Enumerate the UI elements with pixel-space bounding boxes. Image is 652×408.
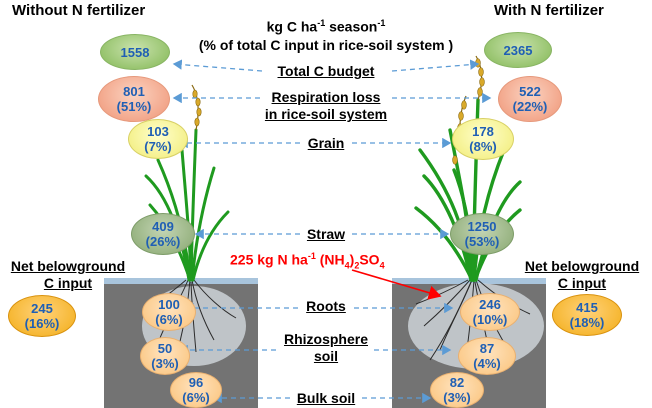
without-net-pct: (16%) [24,316,60,331]
label-respiration: Respiration loss in rice-soil system [246,89,406,123]
header-without-n: Without N fertilizer [12,2,146,19]
label-rhizo-line1: Rhizosphere [283,331,368,347]
units-sup-2: -1 [377,18,386,28]
fert-a: 225 kg N ha [230,251,308,268]
without-grain-value: 103 [147,124,169,139]
with-total-value: 2365 [503,42,533,58]
with-roots-pct: (10%) [472,312,508,327]
with-grain-value: 178 [472,124,494,139]
with-roots-value: 246 [479,297,501,312]
fert-sub3: 4 [379,260,385,271]
arrow-total-right [391,59,480,72]
without-grain: 103 (7%) [128,119,188,159]
with-bulk-soil: 82 (3%) [430,372,484,408]
with-grain-pct: (8%) [469,139,497,154]
net-belowground-label-right: Net belowground C input [516,258,648,292]
with-bulk-value: 82 [449,375,465,390]
with-straw-value: 1250 [467,219,497,234]
fert-d: SO [359,251,380,268]
without-total-value: 1558 [120,44,150,60]
arrow-total-left [172,59,263,72]
without-rhizo-pct: (3%) [151,356,179,371]
with-roots: 246 (10%) [460,293,520,331]
without-net-belowground: 245 (16%) [8,295,76,337]
label-respiration-line2: in rice-soil system [264,106,388,122]
without-net-value: 245 [31,301,53,316]
without-straw-pct: (26%) [145,234,181,249]
units-title: kg C ha-1 season-1 (% of total C input i… [176,14,476,54]
label-grain: Grain [307,135,345,151]
label-rhizo-line2: soil [313,348,339,364]
without-total-budget: 1558 [100,34,170,70]
label-roots: Roots [306,298,346,314]
fert-b: (NH [315,251,345,268]
without-resp-pct: (51%) [116,99,152,114]
net-belowground-label-left: Net belowground C input [2,258,134,292]
with-straw: 1250 (53%) [450,213,514,255]
without-roots: 100 (6%) [142,293,196,331]
with-straw-pct: (53%) [464,234,500,249]
fert-sub2: 2 [354,260,360,271]
fert-sup: -1 [307,251,316,261]
with-resp-value: 522 [519,84,541,99]
connector-arrows [172,59,492,404]
with-respiration: 522 (22%) [498,76,562,122]
units-sup-1: -1 [317,18,326,28]
without-rhizo-value: 50 [157,341,173,356]
without-rhizosphere: 50 (3%) [140,337,190,375]
label-total-c-budget: Total C budget [277,63,375,79]
with-rhizosphere: 87 (4%) [458,337,516,375]
units-part-b: season [325,18,378,35]
without-respiration: 801 (51%) [98,76,170,122]
units-part-a: kg C ha [266,18,318,35]
without-straw: 409 (26%) [131,213,195,255]
without-resp-value: 801 [123,84,145,99]
right-plant-leaves [414,98,522,282]
with-net-value: 415 [576,300,598,315]
with-total-budget: 2365 [484,32,552,68]
without-bulk-pct: (6%) [182,390,210,405]
fert-c: ) [349,251,355,268]
net-below-right-line2: C input [557,275,607,291]
fertilizer-arrow [351,269,442,300]
net-below-left-line1: Net belowground [10,258,126,274]
left-plant-grain [191,84,202,131]
with-net-pct: (18%) [569,315,605,330]
with-bulk-pct: (3%) [443,390,471,405]
with-resp-pct: (22%) [512,99,548,114]
header-with-n: With N fertilizer [494,2,604,19]
without-straw-value: 409 [152,219,174,234]
label-rhizosphere: Rhizosphere soil [276,331,376,365]
label-bulk-soil: Bulk soil [296,390,356,406]
without-roots-pct: (6%) [155,312,183,327]
units-line-2: (% of total C input in rice-soil system … [198,36,454,53]
with-grain: 178 (8%) [452,118,514,160]
with-net-belowground: 415 (18%) [552,294,622,336]
without-bulk-soil: 96 (6%) [170,372,222,408]
fertilizer-label: 225 kg N ha-1 (NH4)2SO4 [230,251,385,270]
with-rhizo-pct: (4%) [473,356,501,371]
net-below-right-line1: Net belowground [524,258,640,274]
label-respiration-line1: Respiration loss [271,89,381,105]
label-straw: Straw [306,226,346,242]
with-rhizo-value: 87 [479,341,495,356]
without-grain-pct: (7%) [144,139,172,154]
without-bulk-value: 96 [188,375,204,390]
net-below-left-line2: C input [43,275,93,291]
fert-sub1: 4 [344,260,350,271]
without-roots-value: 100 [158,297,180,312]
